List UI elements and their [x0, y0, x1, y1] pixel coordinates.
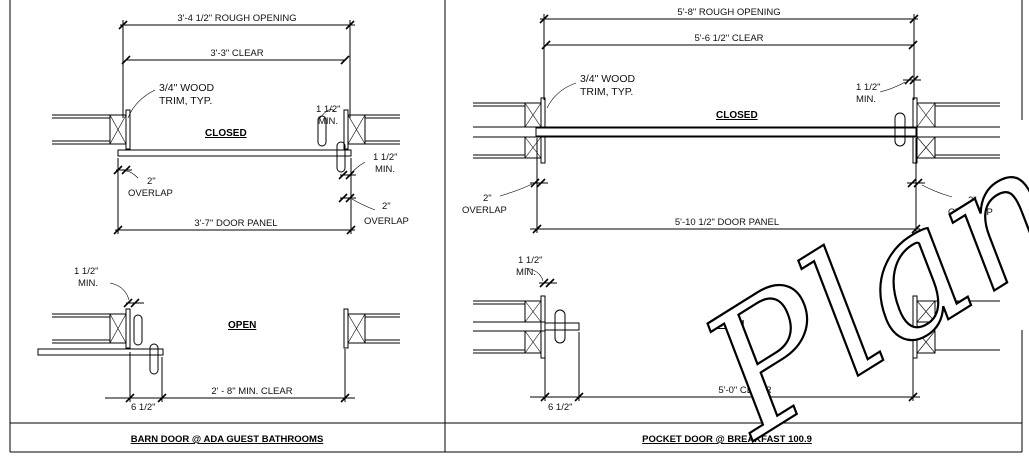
barn-open-min-1: 1 1/2": [74, 266, 99, 277]
pocket-overlap-left-2: OVERLAP: [462, 205, 507, 216]
barn-clear-dim: 3'-3" CLEAR: [210, 48, 263, 59]
barn-door-panel-dim: 3'-7" DOOR PANEL: [194, 218, 277, 229]
pocket-open-min-1: 1 1/2": [518, 255, 543, 266]
pocket-rough-opening-dim: 5'-8" ROUGH OPENING: [677, 7, 780, 18]
pocket-min-2: MIN.: [856, 94, 876, 105]
barn-door-open-plan: [37, 282, 400, 403]
pocket-min-1: 1 1/2": [856, 82, 881, 93]
barn-door-closed-plan: [52, 20, 400, 235]
pocket-overlap-right-1: 2": [968, 195, 977, 206]
barn-min-right-1: 1 1/2": [373, 152, 398, 163]
barn-rough-opening-dim: 3'-4 1/2" ROUGH OPENING: [177, 13, 296, 24]
pocket-clear-dim: 5'-6 1/2" CLEAR: [694, 33, 763, 44]
sheet-frame: [9, 0, 1023, 453]
barn-min-clear-dim: 2' - 8" MIN. CLEAR: [211, 386, 292, 397]
barn-overlap-right-1: 2": [382, 201, 391, 212]
pocket-open-clear-dim: 5'-0" CLEAR: [718, 385, 771, 396]
pocket-door-title: POCKET DOOR @ BREAKFAST 100.9: [642, 434, 812, 445]
barn-door-open-labels: 1 1/2" MIN. OPEN 6 1/2" 2' - 8" MIN. CLE…: [74, 266, 293, 413]
barn-open-dim-small: 6 1/2": [131, 402, 156, 413]
pocket-door-open-labels: 1 1/2" MIN. OPEN 6 1/2" 5'-0" CLEAR: [516, 255, 772, 413]
barn-min-top-1: 1 1/2": [316, 104, 341, 115]
pocket-open-min-2: MIN.: [516, 267, 536, 278]
pocket-overlap-left-1: 2": [483, 193, 492, 204]
pocket-door-closed-plan: [473, 14, 1000, 234]
barn-min-right-2: MIN.: [375, 164, 395, 175]
barn-open-label: OPEN: [228, 320, 256, 331]
barn-overlap-left-1: 2": [147, 176, 156, 187]
barn-min-top-2: MIN.: [318, 116, 338, 127]
pocket-open-label: OPEN: [716, 319, 744, 330]
barn-door-closed-labels: 3'-4 1/2" ROUGH OPENING 3'-3" CLEAR 3/4"…: [128, 13, 409, 229]
pocket-open-dim-small: 6 1/2": [548, 402, 573, 413]
barn-trim-note-line1: 3/4" WOOD: [159, 82, 214, 94]
pocket-door-open-plan: [473, 267, 1000, 402]
barn-open-min-2: MIN.: [78, 278, 98, 289]
barn-trim-note-line2: TRIM, TYP.: [159, 95, 212, 107]
pocket-door-panel-dim: 5'-10 1/2" DOOR PANEL: [675, 217, 779, 228]
pocket-trim-note-line1: 3/4" WOOD: [580, 73, 635, 85]
barn-overlap-right-2: OVERLAP: [364, 216, 409, 227]
pocket-closed-label: CLOSED: [716, 110, 758, 121]
barn-overlap-left-2: OVERLAP: [128, 188, 173, 199]
barn-closed-label: CLOSED: [205, 128, 247, 139]
pocket-trim-note-line2: TRIM, TYP.: [580, 86, 633, 98]
barn-door-title: BARN DOOR @ ADA GUEST BATHROOMS: [131, 434, 324, 445]
pocket-door-closed-labels: 5'-8" ROUGH OPENING 5'-6 1/2" CLEAR 3/4"…: [462, 7, 993, 228]
pocket-overlap-right-2: OVERLAP: [948, 207, 993, 218]
